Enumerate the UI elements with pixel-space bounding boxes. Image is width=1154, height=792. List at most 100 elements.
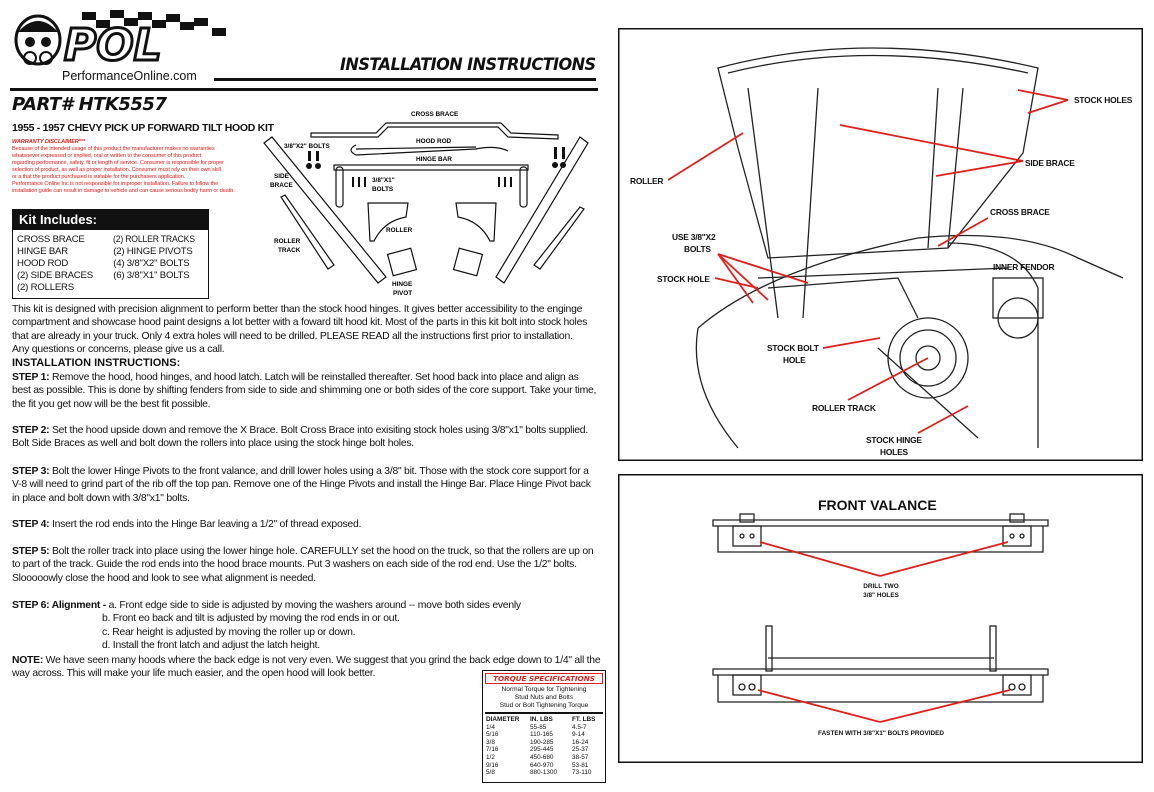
step-label: STEP 2: [12,425,50,436]
note: NOTE: We have seen many hoods where the … [12,654,601,681]
kit-includes-title: Kit Includes: [13,210,208,230]
torque-subtitle: Normal Torque for Tightening [501,686,587,693]
valance-bottom [712,668,1049,703]
torque-cell: 9-14 [572,731,585,739]
kit-item: HINGE BAR [17,246,68,257]
label-side-brace: SIDE [274,173,290,180]
label-stock-bolt-hole: STOCK BOLT [767,343,820,353]
label-bolts-1: BOLTS [372,186,394,193]
step-6: STEP 6: Alignment - a. Front edge side t… [12,599,521,652]
valance-top [712,519,1049,553]
step-text: V-8 will need to grind part of the rib o… [12,479,591,491]
kit-item: (2) ROLLERS [17,282,74,293]
engine-pulley [887,317,969,399]
torque-row: 5/8 880-1300 73-110 [486,769,595,777]
label-stock-bolt-hole: HOLE [783,355,806,365]
label-roller-track: TRACK [278,247,301,254]
torque-subtitle: Stud or Bolt Tightening Torque [499,702,589,709]
label-side-brace: BRACE [270,182,293,189]
torque-cell: 190-285 [530,738,554,746]
torque-cell: 55-85 [530,723,547,731]
torque-cell: 450-680 [530,753,554,761]
step-3: STEP 3: Bolt the lower Hinge Pivots to t… [12,465,591,505]
step-text: a. Front edge side to side is adjusted b… [108,600,522,611]
step-text: b. Front eo back and tilt is adjusted by… [102,613,400,625]
kit-item: (2) SIDE BRACES [17,270,93,281]
header-rule [10,88,598,91]
column-header: FT. LBS [572,716,596,723]
torque-header-row: DIAMETER IN. LBS FT. LBS [486,716,595,724]
label-drill-holes: 3/8" HOLES [863,592,899,599]
torque-cell: 73-110 [572,769,592,777]
torque-cell: 16-24 [572,738,589,746]
step-text: Bolt Side Braces as well and bolt down t… [12,438,414,450]
label-drill-holes: DRILL TWO [863,583,898,590]
label-bolts-2: 3/8"X2" BOLTS [284,143,330,150]
label-cross-brace: CROSS BRACE [990,207,1050,217]
torque-specifications: TORQUE SPECIFICATIONS Normal Torque for … [482,670,606,783]
kit-item: (4) 3/8"X2" BOLTS [113,258,190,269]
kit-list-2: (2) ROLLER TRACKS (2) HINGE PIVOTS (4) 3… [113,234,204,294]
disclaimer-title: WARRANTY DISCLAIMER*** [12,139,85,145]
torque-cell: 880-1300 [530,769,558,777]
disclaimer-line: selection of product, as well as proper … [12,167,221,173]
label-side-brace: SIDE BRACE [1025,158,1075,168]
roller-track-right-part [533,206,585,270]
label-roller: ROLLER [386,227,413,234]
step-text: d. Install the front latch and adjust th… [102,639,320,651]
hinge-bar-part [333,164,529,171]
note-text: way across. This will make your life muc… [12,668,376,680]
label-hinge-pivot: HINGE [392,281,413,288]
hinge-pivot-right-part [452,247,484,277]
label-roller: ROLLER [630,176,663,186]
step-text: c. Rear height is adjusted by moving the… [102,626,356,638]
step-text: best as possible. This is done by shifti… [12,385,597,397]
logo-wordmark: POL [64,20,162,68]
note-text: We have seen many hoods where the back e… [45,655,601,666]
step-text: Bolt the roller track into place using t… [51,546,594,557]
column-header: IN. LBS [530,716,553,723]
step-text: in place and bolt down with 3/8"x1" bolt… [12,492,190,504]
torque-subtitle: Stud Nuts and Bolts [514,694,574,701]
doc-title: INSTALLATION INSTRUCTIONS [340,55,596,75]
step-text: Insert the rod ends into the Hinge Bar l… [51,519,362,530]
disclaimer-line: installation guide can result in damage … [12,188,235,194]
disclaimer-line: Because of the intended usage of this pr… [12,146,215,152]
kit-item: (2) HINGE PIVOTS [113,246,193,257]
torque-cell: 7/16 [486,746,499,754]
note-label: NOTE: [12,655,44,666]
skull-checkered-flag-logo-icon: POL [14,10,226,73]
part-number: PART# HTK5557 [12,94,167,115]
torque-cell: 295-445 [530,746,554,754]
disclaimer-line: regarding performance, safety, fit or le… [12,160,224,166]
kit-includes-box: Kit Includes: CROSS BRACE HINGE BAR HOOD… [12,209,209,299]
header-rule-short [214,78,596,81]
side-brace-right-part [495,136,589,284]
torque-cell: 38-57 [572,753,589,761]
torque-cell: 25-37 [572,746,589,754]
roller-left-part [367,202,409,242]
label-hood-rod: HOOD ROD [416,138,452,145]
torque-cell: 5/16 [486,731,499,739]
kit-item: (6) 3/8"X1" BOLTS [113,270,190,281]
label-hinge-bar: HINGE BAR [416,156,452,163]
column-header: DIAMETER [486,716,520,723]
intro-line: compartment and showcase hood paint desi… [12,317,588,329]
torque-cell: 5/8 [486,769,495,777]
step-label: STEP 6: Alignment - [12,600,106,611]
hinge-pivot-left-part [386,247,418,277]
open-hood [717,47,1039,259]
step-text: Slooooowly close the hood and look to se… [12,572,316,584]
label-hinge-pivot: PIVOT [393,290,412,297]
label-inner-fender: INNER FENDOR [993,262,1054,272]
step-label: STEP 1: [12,372,50,383]
torque-cell: 110-165 [530,731,553,739]
fender [695,234,1124,449]
torque-cell: 53-81 [572,761,589,769]
label-fasten-bolts: FASTEN WITH 3/8"X1" BOLTS PROVIDED [818,730,944,737]
intro-paragraph: This kit is designed with precision alig… [12,303,587,356]
torque-title: TORQUE SPECIFICATIONS [485,673,603,684]
